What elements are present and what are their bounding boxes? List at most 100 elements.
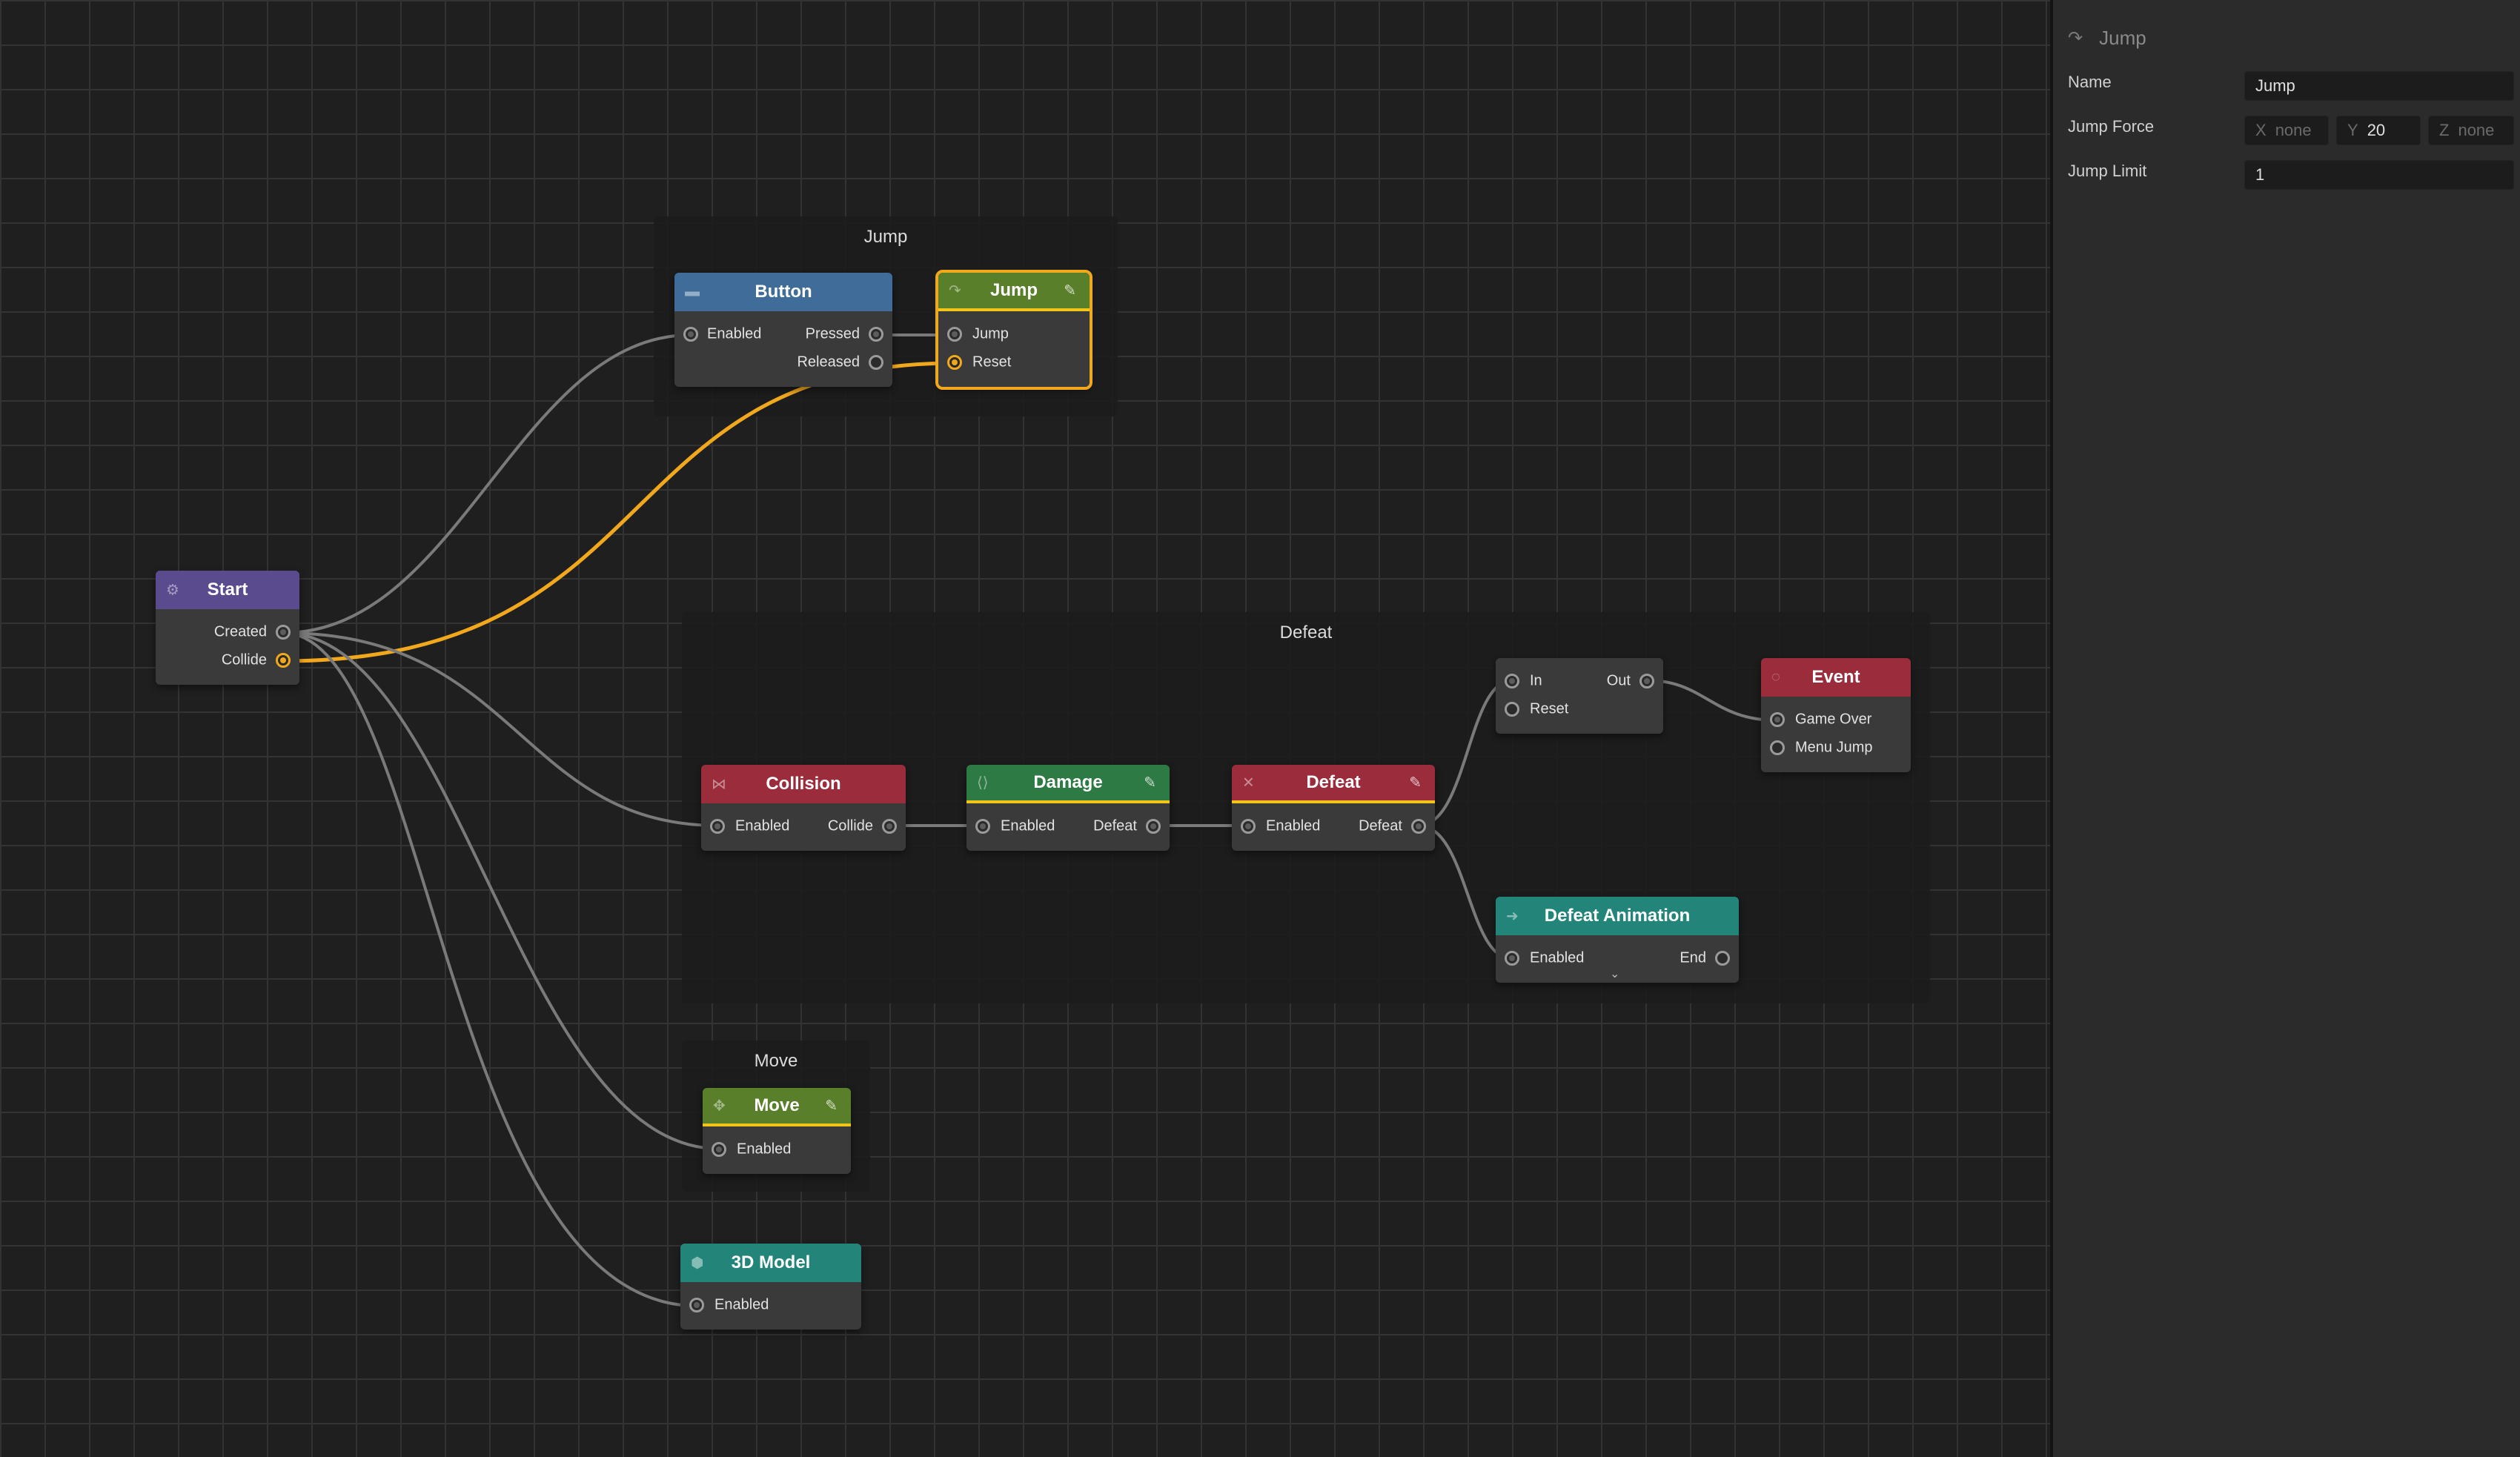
port-enabled-in[interactable] xyxy=(683,327,698,342)
jump-limit-value: 1 xyxy=(2255,165,2265,184)
port-label: Reset xyxy=(972,354,1012,371)
port-reset-in[interactable] xyxy=(1505,702,1519,717)
port-released-out[interactable] xyxy=(869,355,883,370)
node-title: Event xyxy=(1811,667,1860,687)
node-header[interactable]: ⬢ 3D Model xyxy=(680,1244,861,1282)
inspector-header: ↷ Jump xyxy=(2068,27,2146,50)
node-header[interactable]: ↷ Jump ✎ xyxy=(938,273,1090,311)
node-title: Jump xyxy=(989,280,1038,300)
axis-y-label: Y xyxy=(2347,121,2358,139)
node-collision[interactable]: ⋈ Collision Enabled Collide xyxy=(701,765,906,851)
wire-start-move[interactable] xyxy=(282,631,720,1150)
node-defeat[interactable]: ✕ Defeat ✎ Enabled Defeat xyxy=(1232,765,1435,851)
port-defeat-out[interactable] xyxy=(1146,819,1161,834)
node-header[interactable]: ➜ Defeat Animation xyxy=(1496,897,1739,935)
node-title: Damage xyxy=(1033,772,1103,792)
port-label: In xyxy=(1530,672,1542,689)
node-gate[interactable]: In Out Reset xyxy=(1496,658,1663,734)
port-game-over-in[interactable] xyxy=(1770,712,1785,727)
node-event[interactable]: ◌ Event Game Over Menu Jump xyxy=(1761,658,1911,772)
node-header[interactable]: ✕ Defeat ✎ xyxy=(1232,765,1435,803)
port-collide-out[interactable] xyxy=(882,819,897,834)
node-defeat-animation[interactable]: ➜ Defeat Animation Enabled End ⌄ xyxy=(1496,897,1739,983)
port-enabled-in[interactable] xyxy=(712,1142,726,1157)
port-label: Enabled xyxy=(735,817,790,834)
node-title: Move xyxy=(754,1095,800,1115)
port-defeat-out[interactable] xyxy=(1411,819,1426,834)
port-label: Enabled xyxy=(714,1296,769,1313)
node-header[interactable]: ⚙ Start xyxy=(156,571,299,609)
port-created-out[interactable] xyxy=(276,625,291,640)
port-menu-jump-in[interactable] xyxy=(1770,740,1785,755)
group-title: Move xyxy=(754,1051,798,1071)
port-end-out[interactable] xyxy=(1715,951,1730,966)
collision-icon: ⋈ xyxy=(712,776,726,793)
wire-start-button[interactable] xyxy=(282,333,692,634)
node-jump[interactable]: ↷ Jump ✎ Jump Reset xyxy=(935,270,1092,390)
port-label: Collide xyxy=(221,651,267,668)
port-pressed-out[interactable] xyxy=(869,327,883,342)
group-title: Defeat xyxy=(1279,623,1333,643)
chevron-down-icon[interactable]: ⌄ xyxy=(1610,968,1620,980)
node-header[interactable]: ⟨⟩ Damage ✎ xyxy=(966,765,1170,803)
z-value: none xyxy=(2458,121,2495,139)
play-arrow-icon: ➜ xyxy=(1506,908,1519,925)
port-label: Menu Jump xyxy=(1795,739,1873,756)
port-label: Reset xyxy=(1530,700,1569,717)
wire-start-collision[interactable] xyxy=(282,631,720,827)
pencil-icon[interactable]: ✎ xyxy=(1144,774,1156,791)
node-title: Button xyxy=(755,282,812,302)
jump-force-y-field[interactable]: Y 20 xyxy=(2336,116,2421,145)
port-label: Out xyxy=(1606,672,1631,689)
pencil-icon[interactable]: ✎ xyxy=(825,1098,838,1115)
port-enabled-in[interactable] xyxy=(1241,819,1256,834)
defeat-icon: ✕ xyxy=(1242,774,1255,791)
jump-force-x-field[interactable]: X none xyxy=(2244,116,2329,145)
jump-arrow-icon: ↷ xyxy=(2068,28,2083,48)
name-field[interactable]: Jump xyxy=(2244,71,2514,101)
node-header[interactable]: ▬ Button xyxy=(674,273,892,311)
group-title: Jump xyxy=(863,227,908,247)
inspector-panel: ↷ Jump Name Jump Jump Force X none Y 20 … xyxy=(2050,0,2520,1457)
port-in[interactable] xyxy=(1505,674,1519,688)
port-label: Game Over xyxy=(1795,711,1872,728)
button-icon: ▬ xyxy=(685,283,700,300)
port-enabled-in[interactable] xyxy=(1505,951,1519,966)
port-out[interactable] xyxy=(1639,674,1654,688)
x-value: none xyxy=(2275,121,2312,139)
node-header[interactable]: ◌ Event xyxy=(1761,658,1911,697)
wire-start-model3d[interactable] xyxy=(282,631,697,1307)
y-value: 20 xyxy=(2367,121,2386,139)
port-label: Jump xyxy=(972,325,1009,342)
pencil-icon[interactable]: ✎ xyxy=(1064,282,1076,299)
node-graph-canvas[interactable]: Jump Defeat Move ⚙ Start Created Collide… xyxy=(0,0,2050,1457)
node-title: Defeat Animation xyxy=(1544,906,1691,926)
move-icon: ✥ xyxy=(713,1098,726,1115)
port-enabled-in[interactable] xyxy=(975,819,990,834)
node-3d-model[interactable]: ⬢ 3D Model Enabled xyxy=(680,1244,861,1330)
port-collide-out[interactable] xyxy=(276,653,291,668)
node-damage[interactable]: ⟨⟩ Damage ✎ Enabled Defeat xyxy=(966,765,1170,851)
port-label: Enabled xyxy=(1530,949,1585,966)
jump-limit-field[interactable]: 1 xyxy=(2244,160,2514,190)
port-label: Collide xyxy=(827,817,873,834)
node-title: Collision xyxy=(766,774,841,794)
port-enabled-in[interactable] xyxy=(689,1298,704,1312)
port-label: Created xyxy=(213,623,267,640)
port-label: Enabled xyxy=(707,325,762,342)
name-label: Name xyxy=(2068,73,2112,91)
node-header[interactable]: ✥ Move ✎ xyxy=(703,1088,851,1126)
node-move[interactable]: ✥ Move ✎ Enabled xyxy=(703,1088,851,1174)
port-jump-in[interactable] xyxy=(947,327,962,342)
name-value: Jump xyxy=(2255,76,2295,95)
port-enabled-in[interactable] xyxy=(710,819,725,834)
jump-arrow-icon: ↷ xyxy=(949,282,961,299)
jump-force-z-field[interactable]: Z none xyxy=(2428,116,2514,145)
node-button[interactable]: ▬ Button Enabled Pressed Released xyxy=(674,273,892,387)
node-header[interactable]: ⋈ Collision xyxy=(701,765,906,803)
node-start[interactable]: ⚙ Start Created Collide xyxy=(156,571,299,685)
node-title: Start xyxy=(207,580,248,600)
port-reset-in[interactable] xyxy=(947,355,962,370)
port-label: Defeat xyxy=(1093,817,1137,834)
pencil-icon[interactable]: ✎ xyxy=(1409,774,1422,791)
